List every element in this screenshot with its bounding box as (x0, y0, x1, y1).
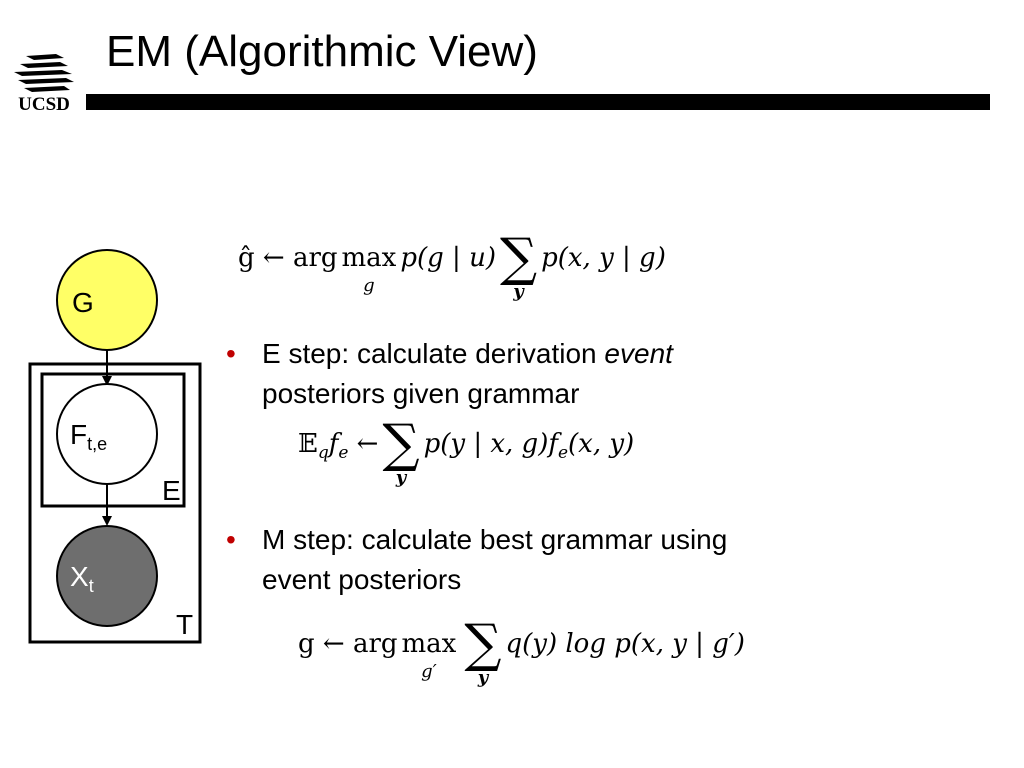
eq1-sum-subscript: y (513, 281, 524, 302)
plate-e (40, 372, 186, 508)
eq3-sum-subscript: y (477, 667, 489, 688)
eq1-max-operator: max g (341, 238, 397, 296)
node-g (56, 249, 158, 351)
node-x (56, 525, 158, 627)
equation-m-step: g ← arg max g′ ∑ y q(y) log p(x, y | g′) (298, 618, 745, 688)
eq1-sum-symbol: ∑ (499, 228, 538, 288)
bullet-m-step-line1: M step: calculate best grammar using (262, 524, 728, 555)
title-rule (86, 94, 990, 110)
bullet-e-step-emphasis: event (604, 338, 673, 369)
eq2-expectation-subscript: q (317, 443, 329, 464)
eq3-sum-symbol: ∑ (464, 614, 502, 674)
eq3-rhs: q(y) log p(x, y | g′) (505, 629, 745, 659)
node-x-subscript: t (89, 576, 94, 596)
eq1-sum-operator: ∑ y (500, 232, 537, 302)
eq1-max-subscript: g (363, 275, 375, 296)
node-f-letter: F (70, 419, 87, 450)
node-x-label: Xt (70, 561, 94, 596)
eq2-sum-operator: ∑ y (382, 418, 419, 488)
node-x-letter: X (70, 561, 89, 592)
eq1-likelihood: p(x, y | g) (541, 243, 666, 273)
logo-wordmark: UCSD (18, 94, 70, 115)
eq3-max-subscript: g′ (421, 661, 437, 682)
node-f-label: Ft,e (70, 419, 107, 454)
eq2-rhs-subscript: e (557, 443, 569, 464)
eq2-rhs-args: (x, y) (568, 429, 635, 459)
eq2-posterior: p(y | x, g)f (423, 429, 558, 459)
eq3-lhs: g ← arg (298, 629, 398, 659)
eq2-feature-subscript: e (338, 443, 349, 464)
bullet-e-step-line2: posteriors given grammar (262, 378, 580, 409)
ucsd-logo: UCSD (4, 50, 84, 120)
bullet-e-step-line1: E step: calculate derivation event (262, 334, 673, 374)
bullet-e-step: • E step: calculate derivation event pos… (226, 334, 673, 414)
eq2-arrow: ← (356, 429, 379, 459)
node-f-subscript: t,e (87, 434, 107, 454)
bullet-dot: • (226, 338, 236, 369)
equation-expected-counts: 𝔼qfe ← ∑ y p(y | x, g)fe(x, y) (298, 418, 635, 488)
eq2-expectation: 𝔼qfe ← (298, 424, 378, 473)
plate-t (28, 362, 202, 644)
equation-g-update: ĝ ← arg max g p(g | u) ∑ y p(x, y | g) (238, 232, 666, 302)
eq2-expectation-symbol: 𝔼 (298, 429, 318, 459)
arrowhead-g-f (102, 376, 112, 386)
eq2-rhs: p(y | x, g)fe(x, y) (424, 424, 635, 473)
bullet-m-step: • M step: calculate best grammar using e… (226, 520, 728, 600)
bullet-dot: • (226, 524, 236, 555)
node-f (56, 383, 158, 485)
slide-title: EM (Algorithmic View) (106, 27, 538, 76)
eq1-lhs: ĝ ← arg (238, 243, 338, 273)
eq3-max-operator: max g′ (401, 624, 457, 682)
graphical-model-diagram: G Ft,e Xt E T (0, 240, 240, 660)
arrowhead-f-x (102, 516, 112, 526)
eq2-feature: f (328, 429, 339, 459)
eq2-sum-subscript: y (395, 467, 407, 488)
eq3-max-label: max (401, 629, 457, 659)
eq1-prior: p(g | u) (400, 243, 496, 273)
node-g-label: G (72, 287, 94, 318)
bullet-m-step-line2: event posteriors (262, 564, 462, 595)
eq3-sum-operator: ∑ y (464, 618, 501, 688)
eq2-sum-symbol: ∑ (382, 414, 420, 474)
bullet-e-step-text: E step: calculate derivation (262, 338, 605, 369)
ucsd-triton-mark-icon (14, 54, 74, 92)
plate-e-label: E (162, 475, 181, 506)
eq1-max-label: max (341, 243, 397, 273)
plate-t-label: T (176, 609, 193, 640)
